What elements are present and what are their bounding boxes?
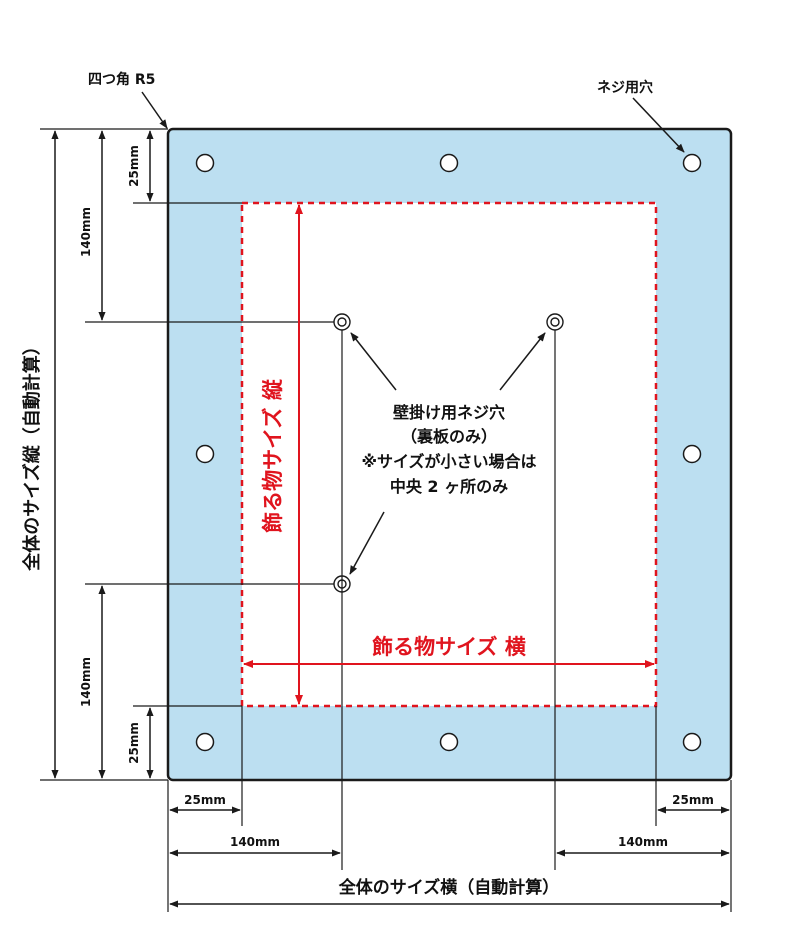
hang-hole-upper-left <box>333 313 351 331</box>
display-area <box>240 201 658 708</box>
screw-hole-bottom-right <box>682 732 702 752</box>
total-size-horizontal-label: 全体のサイズ横（自動計算） <box>338 877 560 898</box>
wall-hang-label-4: 中央 2 ヶ所のみ <box>390 477 508 496</box>
hang-pointer-lower <box>349 511 385 575</box>
screw-hole-top-left <box>195 153 215 173</box>
screw-holes <box>195 153 702 752</box>
extension-lines <box>40 128 732 912</box>
left-margin-dim: 25mm <box>184 793 226 807</box>
bottom-hang-dim: 140mm <box>79 657 93 707</box>
screw-hole-mid-right <box>682 444 702 464</box>
dimension-arrows <box>51 130 730 908</box>
right-margin-dim: 25mm <box>672 793 714 807</box>
top-margin-dim: 25mm <box>127 145 141 187</box>
screw-hole-bottom-left <box>195 732 215 752</box>
total-size-vertical-label: 全体のサイズ縦（自動計算） <box>21 337 43 571</box>
screw-hole-pointer <box>632 97 685 153</box>
corner-pointer <box>141 91 168 129</box>
wall-hang-label-3: ※サイズが小さい場合は <box>361 452 536 471</box>
item-size-horizontal-label: 飾る物サイズ 横 <box>372 635 526 659</box>
screw-hole-top-right <box>682 153 702 173</box>
wall-hang-label-2: （裏板のみ） <box>401 427 497 446</box>
pointer-arrows <box>141 91 685 575</box>
screw-hole-bottom-center <box>439 732 459 752</box>
hang-pointer-right <box>499 332 546 391</box>
screw-hole-top-center <box>439 153 459 173</box>
hang-hole-upper-right <box>546 313 564 331</box>
corner-radius-label: 四つ角 R5 <box>88 71 155 88</box>
bottom-margin-dim: 25mm <box>127 722 141 764</box>
item-size-vertical-label: 飾る物サイズ 縦 <box>261 378 285 533</box>
item-size-arrows <box>243 204 655 705</box>
right-hang-dim: 140mm <box>618 835 668 849</box>
wall-hang-label-1: 壁掛け用ネジ穴 <box>393 403 505 422</box>
screw-hole-label: ネジ用穴 <box>597 79 653 96</box>
screw-hole-mid-left <box>195 444 215 464</box>
top-hang-dim: 140mm <box>79 207 93 257</box>
left-hang-dim: 140mm <box>230 835 280 849</box>
hang-pointer-left <box>350 332 397 391</box>
